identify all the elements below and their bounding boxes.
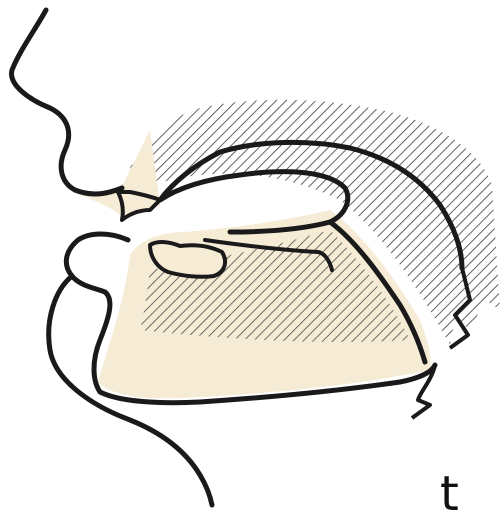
- phoneme-label: t: [440, 470, 459, 518]
- face-profile-outline: [12, 10, 122, 194]
- upper-teeth: [118, 192, 160, 220]
